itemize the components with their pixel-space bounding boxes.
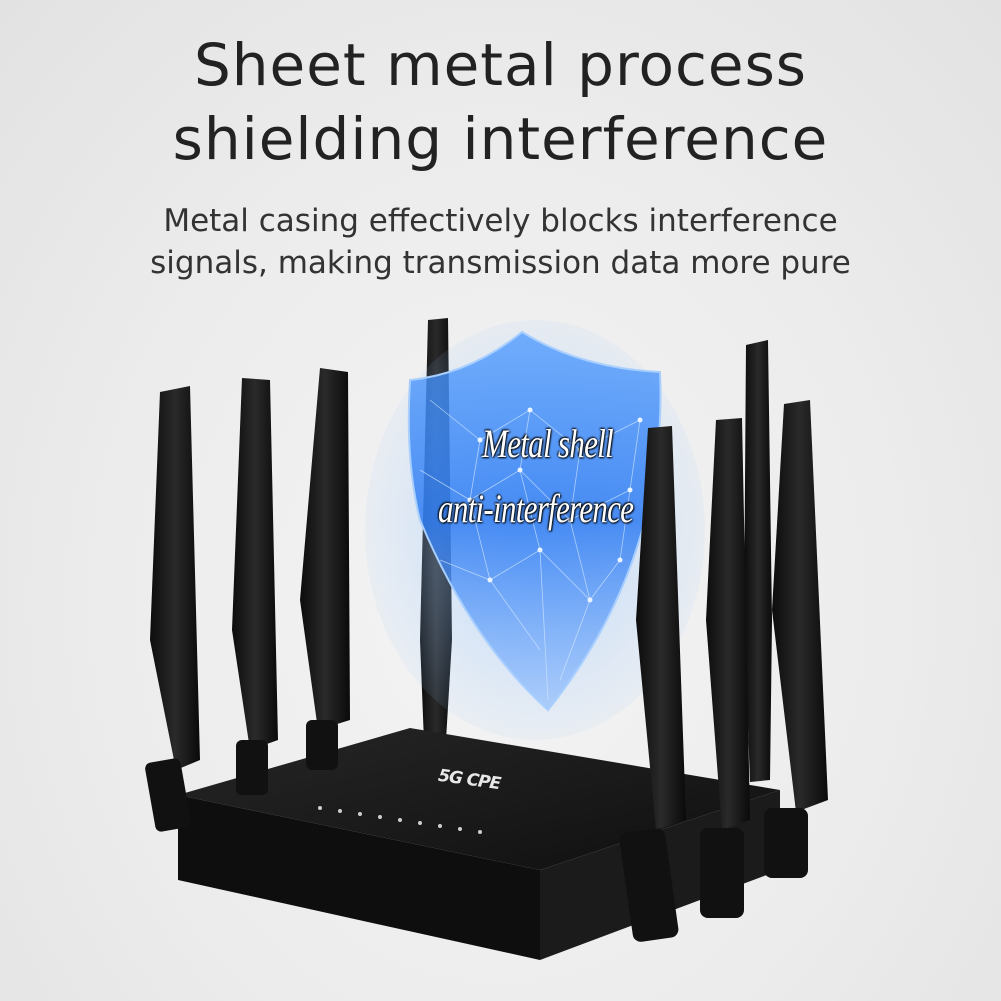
subtitle: Metal casing effectively blocks interfer… [0,200,1001,284]
subtitle-line-2: signals, making transmission data more p… [150,245,851,281]
headline: Sheet metal process shielding interferen… [0,28,1001,176]
antenna-left-3 [300,368,350,770]
antenna-right-2 [700,418,750,918]
antenna-right-3 [764,400,828,878]
antenna-right-1 [619,426,686,942]
antenna-back-right [744,340,772,782]
status-leds [318,806,482,834]
headline-line-2: shielding interference [172,105,829,173]
antenna-left-1 [145,386,200,832]
router-body [178,728,780,960]
shield-graphic [407,330,662,712]
shield-label-line-2: anti-interference [438,486,634,531]
headline-line-1: Sheet metal process [193,31,808,99]
subtitle-line-1: Metal casing effectively blocks interfer… [163,203,838,239]
antenna-left-2 [232,378,278,795]
shield-label-line-1: Metal shell [482,421,614,466]
